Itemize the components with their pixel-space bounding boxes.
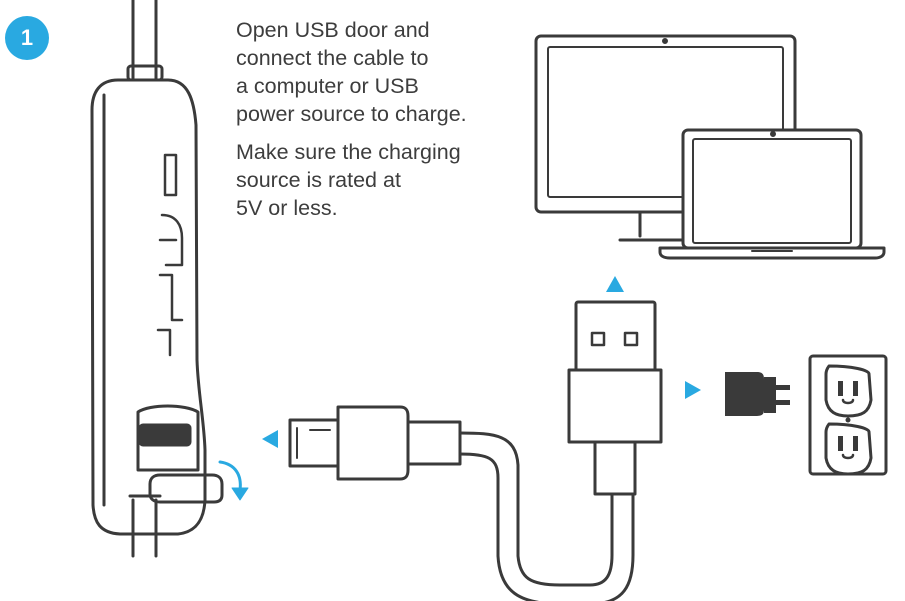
micro-usb-plug-icon [288,405,462,481]
rotate-arrow-icon [218,460,249,501]
arrow-left-indicator [262,430,278,448]
instruction-line: source is rated at [236,168,401,192]
instruction-line: 5V or less. [236,196,338,220]
instruction-line: power source to charge. [236,102,467,126]
instruction-line: Open USB door and [236,18,430,42]
wall-outlet-icon [808,354,888,476]
arrow-right-indicator [685,381,701,399]
earphone-control-module-icon [90,78,207,536]
instructions-text: Open USB door and connect the cable to a… [236,16,526,222]
usb-port-door [128,404,224,504]
arrow-up-indicator [606,276,624,292]
step-number-badge: 1 [5,16,49,60]
usb-a-plug-icon [567,300,663,496]
laptop-icon [658,128,886,260]
wall-adapter-icon [725,372,790,416]
step-number: 1 [20,25,34,50]
instruction-paragraph-2: Make sure the charging source is rated a… [236,138,526,222]
instruction-line: a computer or USB [236,74,419,98]
instruction-paragraph-1: Open USB door and connect the cable to a… [236,16,526,128]
earphone-cable [126,0,164,558]
instruction-line: Make sure the charging [236,140,461,164]
usb-cable [458,431,635,601]
instruction-line: connect the cable to [236,46,429,70]
